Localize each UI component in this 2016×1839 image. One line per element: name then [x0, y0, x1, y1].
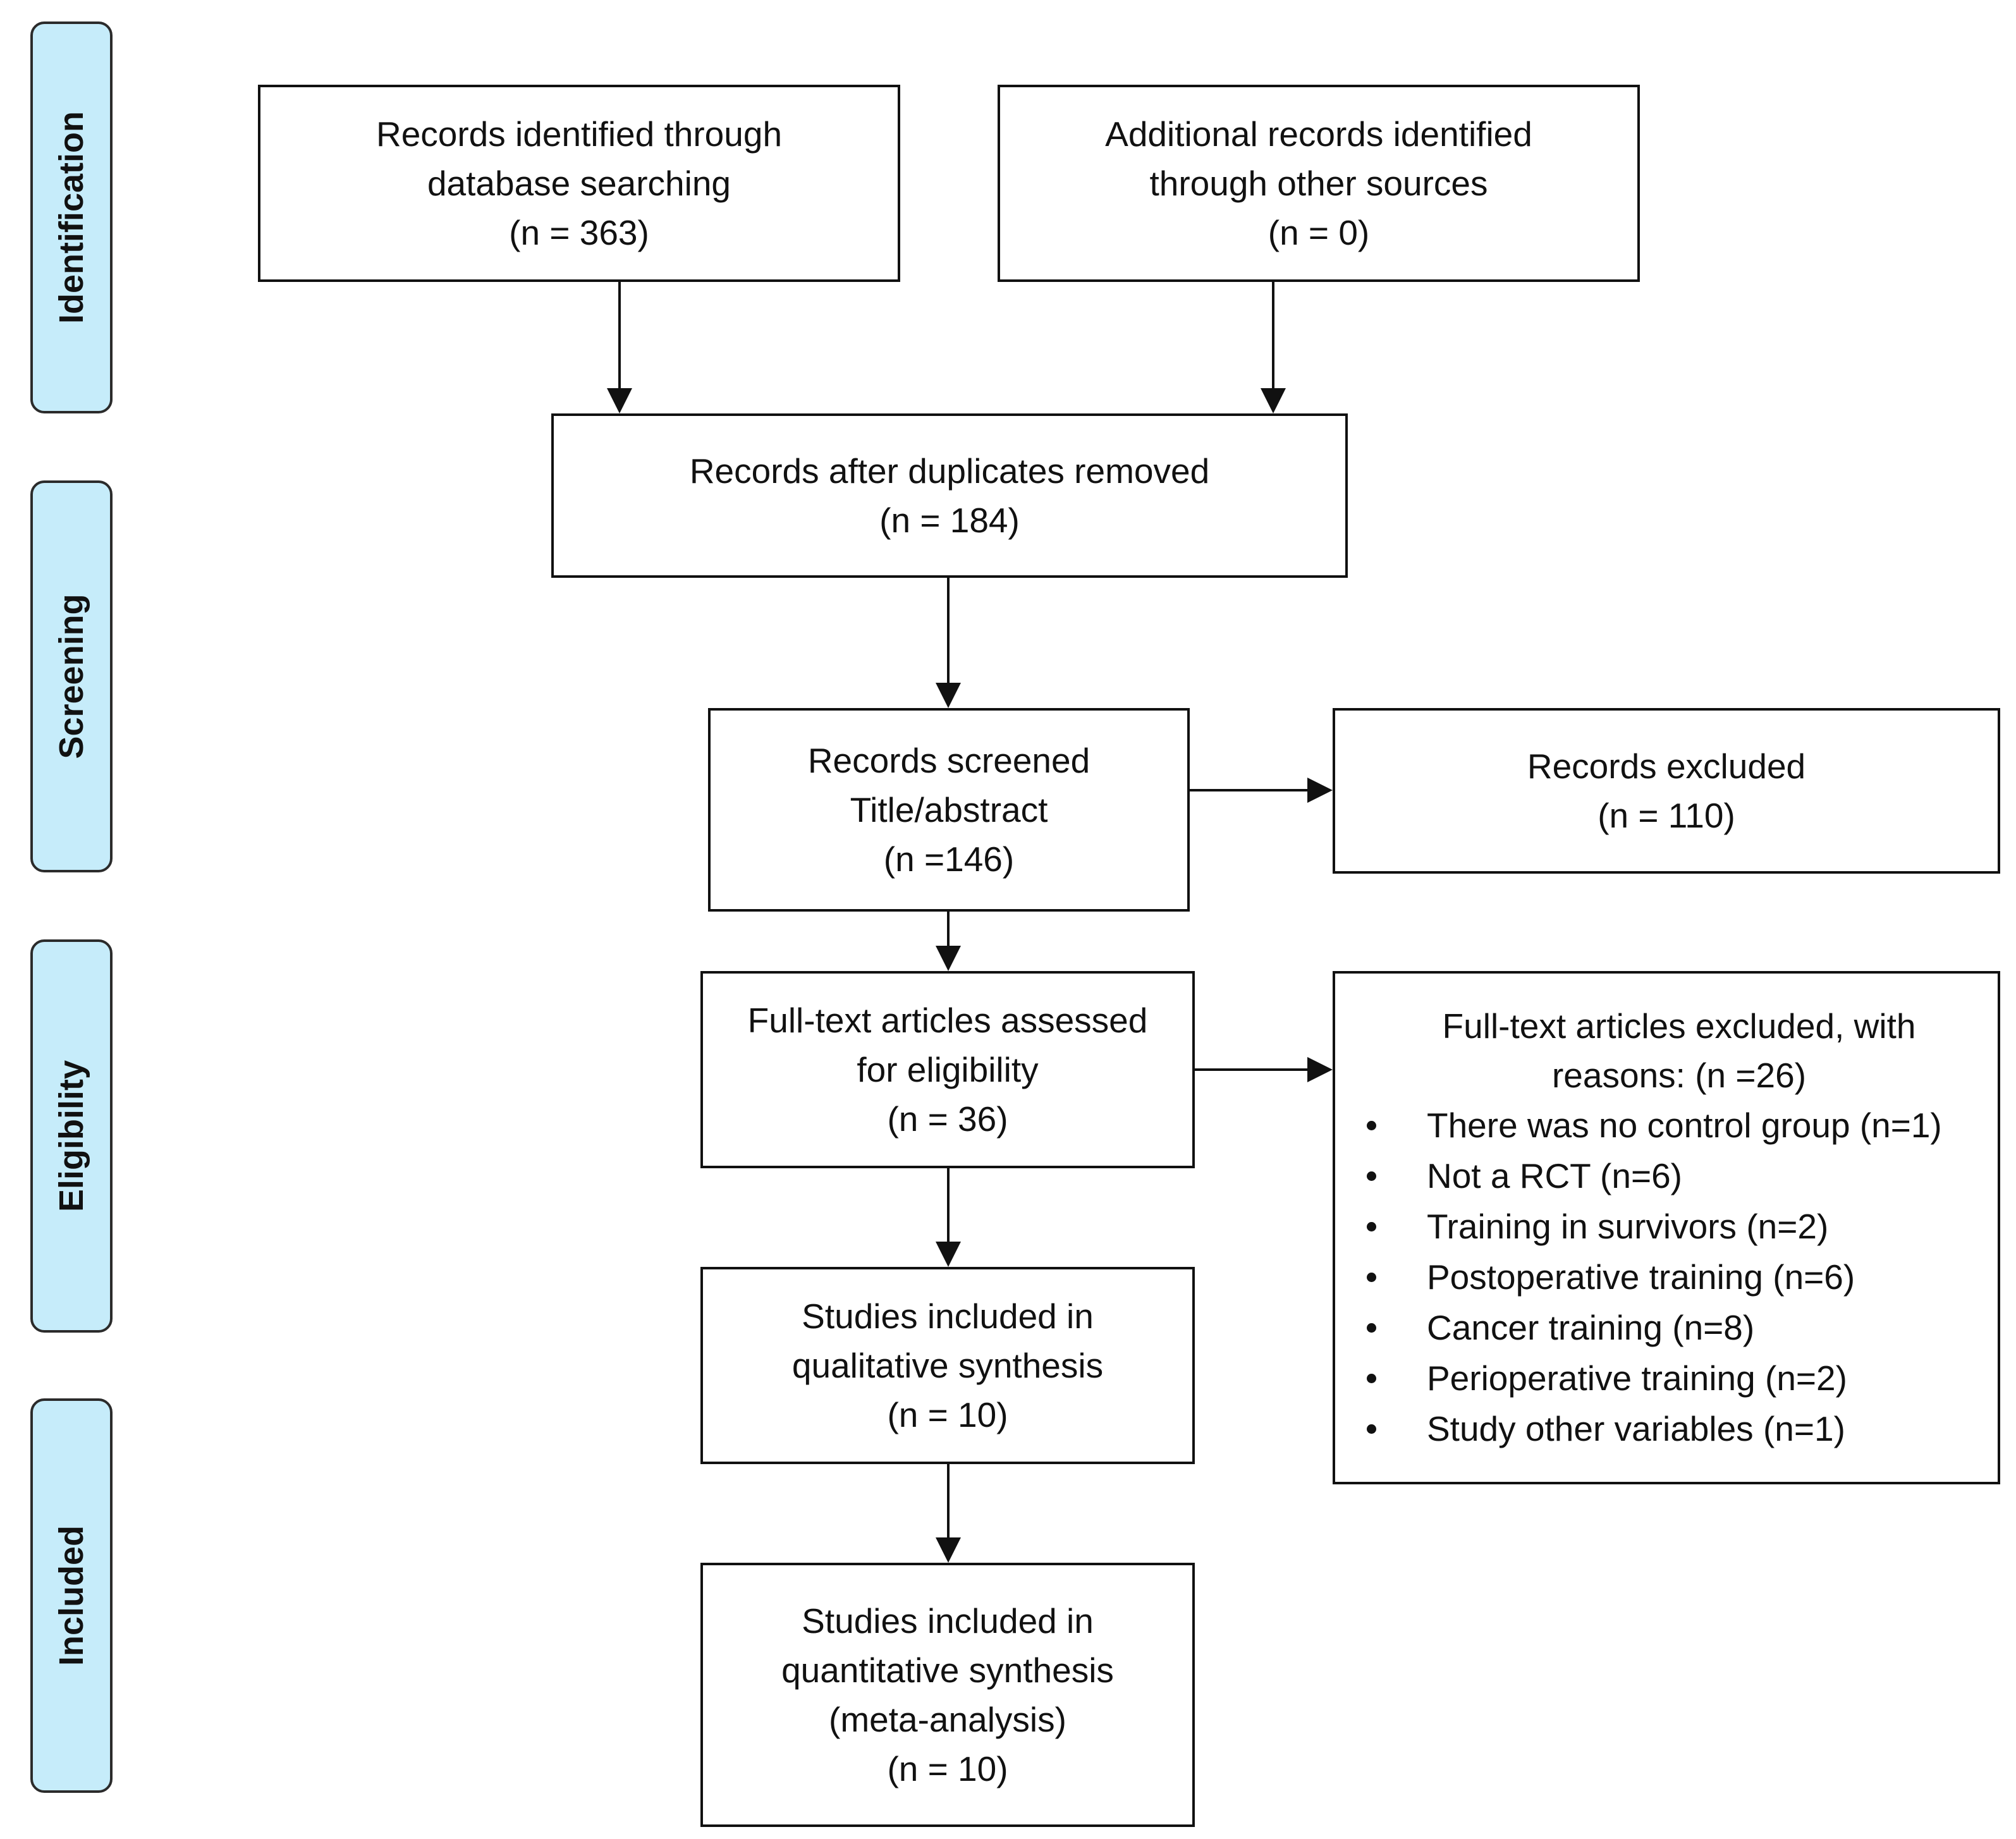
reason-text: Perioperative training (n=2) — [1427, 1359, 1847, 1398]
list-item: Cancer training (n=8) — [1360, 1302, 1942, 1353]
phase-included: Included — [30, 1398, 113, 1793]
box-line: Additional records identified — [1105, 114, 1532, 154]
bullet-icon — [1367, 1323, 1376, 1333]
box-line: Records screened — [807, 741, 1090, 780]
box-line: database searching — [427, 164, 731, 203]
list-item: Postoperative training (n=6) — [1360, 1252, 1942, 1302]
box-line: (n = 110) — [1598, 796, 1735, 835]
reason-text: Cancer training (n=8) — [1427, 1308, 1755, 1347]
box-line: (n = 10) — [887, 1395, 1008, 1434]
box-fulltext-assessed: Full-text articles assessed for eligibil… — [700, 971, 1195, 1168]
box-line: qualitative synthesis — [791, 1346, 1104, 1385]
box-line: (n = 36) — [887, 1099, 1008, 1139]
box-line: (n = 10) — [887, 1749, 1008, 1788]
box-line: for eligibility — [857, 1050, 1039, 1089]
box-fulltext-excluded: Full-text articles excluded, with reason… — [1333, 971, 2000, 1484]
reason-text: Postoperative training (n=6) — [1427, 1257, 1855, 1297]
box-line: Records after duplicates removed — [689, 451, 1210, 491]
bullet-icon — [1367, 1120, 1376, 1130]
box-qualitative-synthesis: Studies included in qualitative synthesi… — [700, 1267, 1195, 1464]
bullet-icon — [1367, 1171, 1376, 1181]
box-line: (n = 363) — [509, 213, 649, 252]
list-item: Study other variables (n=1) — [1360, 1403, 1942, 1454]
box-records-excluded: Records excluded (n = 110) — [1333, 708, 2000, 874]
bullet-icon — [1367, 1221, 1376, 1231]
phase-eligibility: Eligibility — [30, 939, 113, 1333]
exclusion-reasons-list: There was no control group (n=1) Not a R… — [1360, 1100, 1942, 1454]
list-item: There was no control group (n=1) — [1360, 1100, 1942, 1151]
box-line: Studies included in — [802, 1601, 1094, 1640]
box-line: quantitative synthesis — [781, 1651, 1114, 1690]
bullet-icon — [1367, 1373, 1376, 1383]
box-other-sources: Additional records identified through ot… — [998, 85, 1640, 282]
box-line: Full-text articles assessed — [747, 1001, 1148, 1040]
box-line: (n = 184) — [879, 501, 1020, 540]
reason-text: There was no control group (n=1) — [1427, 1106, 1942, 1145]
box-line: Studies included in — [802, 1297, 1094, 1336]
bullet-icon — [1367, 1424, 1376, 1434]
phase-screening: Screening — [30, 480, 113, 872]
box-line: reasons: (n =26) — [1551, 1056, 1807, 1095]
list-item: Perioperative training (n=2) — [1360, 1353, 1942, 1403]
reason-text: Not a RCT (n=6) — [1427, 1156, 1682, 1195]
reason-text: Training in survivors (n=2) — [1427, 1207, 1829, 1246]
box-database-search: Records identified through database sear… — [258, 85, 900, 282]
box-line: Full-text articles excluded, with — [1442, 1006, 1916, 1046]
bullet-icon — [1367, 1272, 1376, 1282]
box-line: (n = 0) — [1268, 213, 1370, 252]
box-line: (n =146) — [883, 840, 1015, 879]
list-item: Not a RCT (n=6) — [1360, 1151, 1942, 1201]
box-duplicates-removed: Records after duplicates removed (n = 18… — [551, 413, 1348, 578]
box-quantitative-synthesis: Studies included in quantitative synthes… — [700, 1563, 1195, 1827]
box-line: Records excluded — [1527, 747, 1806, 786]
reason-text: Study other variables (n=1) — [1427, 1409, 1845, 1448]
box-records-screened: Records screened Title/abstract (n =146) — [708, 708, 1190, 912]
fulltext-excluded-heading: Full-text articles excluded, with reason… — [1443, 1001, 1916, 1100]
list-item: Training in survivors (n=2) — [1360, 1201, 1942, 1252]
box-line: (meta-analysis) — [829, 1700, 1066, 1739]
box-line: Title/abstract — [850, 790, 1048, 829]
box-line: Records identified through — [376, 114, 783, 154]
box-line: through other sources — [1149, 164, 1488, 203]
phase-identification: Identification — [30, 21, 113, 413]
